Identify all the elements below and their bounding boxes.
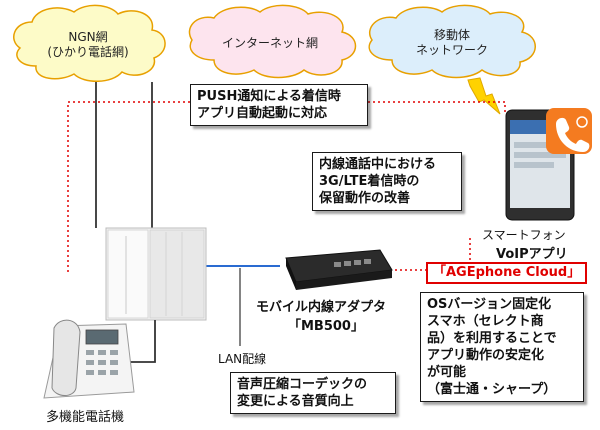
mobile-adapter-device <box>285 249 393 290</box>
mobile-cloud <box>368 4 536 79</box>
pbx-unit <box>105 227 207 321</box>
internet-cloud <box>188 4 357 79</box>
ngn-cloud <box>13 4 166 82</box>
internet-cloud-label: インターネット網 <box>200 36 340 51</box>
push-note-line1: PUSH通知による着信時 <box>197 89 341 104</box>
mobile-cloud-label: 移動体 ネットワーク <box>392 28 512 58</box>
os-note-line4: アプリ動作の安定化 <box>427 348 545 363</box>
desk-phone <box>43 319 135 399</box>
adapter-label-line1: モバイル内線アダプタ <box>256 300 387 315</box>
os-note-line1: OSバージョン固定化 <box>427 297 552 312</box>
push-dotted-line <box>67 101 506 272</box>
lightning-bolt <box>467 77 501 115</box>
codec-note-line2: 変更による音質向上 <box>237 394 354 409</box>
mobile-cloud-line1: 移動体 <box>433 28 470 42</box>
ngn-cloud-line2: (ひかり電話網) <box>47 45 129 59</box>
codec-note-line1: 音声圧縮コーデックの <box>237 377 368 392</box>
os-fixed-note: OSバージョン固定化 スマホ（セレクト商 品）を利用することで アプリ動作の安定… <box>420 292 584 402</box>
codec-note: 音声圧縮コーデックの 変更による音質向上 <box>230 372 396 414</box>
os-note-line5: が可能 <box>427 365 467 380</box>
adapter-label-line2: 「MB500」 <box>288 319 364 334</box>
push-note-line2: アプリ自動起動に対応 <box>197 106 328 121</box>
hold-behavior-note: 内線通話中における 3G/LTE着信時の 保留動作の改善 <box>312 152 462 211</box>
internet-cloud-text: インターネット網 <box>221 36 318 50</box>
push-notification-note: PUSH通知による着信時 アプリ自動起動に対応 <box>190 84 368 126</box>
agephone-cloud-label: 「AGEphone Cloud」 <box>426 262 588 284</box>
agephone-app-icon <box>546 108 592 154</box>
mobile-cloud-line2: ネットワーク <box>415 43 488 57</box>
hold-note-line1: 内線通話中における <box>319 157 437 172</box>
lan-label: LAN配線 <box>218 352 267 366</box>
desk-phone-label: 多機能電話機 <box>46 410 125 425</box>
ngn-cloud-line1: NGN網 <box>68 30 108 44</box>
os-note-line6: （富士通・シャープ） <box>427 382 557 397</box>
hold-note-line3: 保留動作の改善 <box>319 191 411 206</box>
voip-app-label: VoIPアプリ <box>496 247 568 262</box>
os-note-line2: スマホ（セレクト商 <box>427 314 544 329</box>
hold-note-line2: 3G/LTE着信時の <box>319 174 420 189</box>
ngn-cloud-label: NGN網 (ひかり電話網) <box>28 30 148 60</box>
smartphone-label: スマートフォン <box>482 228 566 242</box>
os-note-line3: 品）を利用することで <box>427 331 557 346</box>
